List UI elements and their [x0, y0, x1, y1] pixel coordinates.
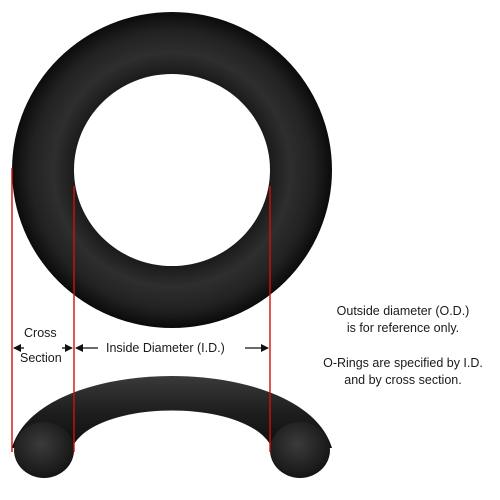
cross-section-label-line2: Section — [20, 351, 62, 365]
inside-diameter-label: Inside Diameter (I.D.) — [106, 341, 225, 355]
o-ring-top-view — [12, 12, 332, 328]
od-note: Outside diameter (O.D.) is for reference… — [318, 303, 488, 337]
cross-section-label-line1: Cross — [24, 326, 57, 340]
guide-lines — [11, 168, 271, 452]
cross-section-right-end — [270, 422, 330, 478]
od-note-line2: is for reference only. — [346, 321, 460, 335]
od-note-line1: Outside diameter (O.D.) — [336, 304, 470, 318]
spec-note-line2: and by cross section. — [344, 373, 462, 387]
o-ring-cross-section-view — [12, 376, 332, 478]
cross-section-left-end — [14, 422, 74, 478]
spec-note: O-Rings are specified by I.D. and by cro… — [310, 355, 496, 389]
spec-note-line1: O-Rings are specified by I.D. — [323, 356, 483, 370]
